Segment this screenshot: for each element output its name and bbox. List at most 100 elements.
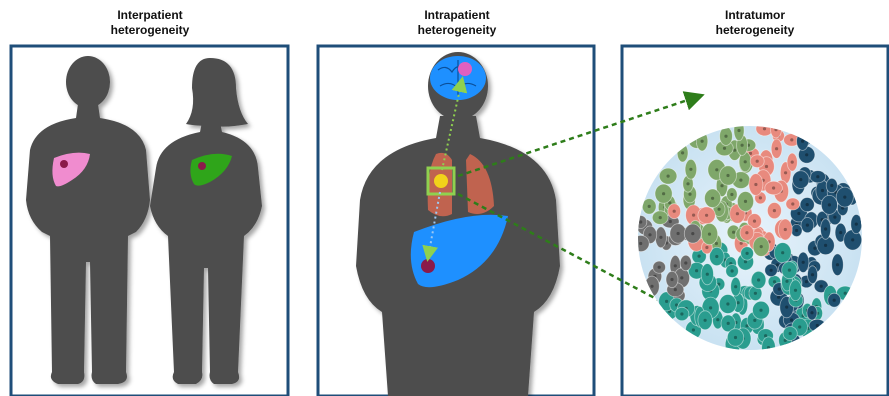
tumor-cell-nucleus: [772, 186, 775, 189]
tumor-cell-nucleus: [709, 306, 712, 309]
tumor-cell-nucleus: [765, 165, 768, 168]
tumor-cell-nucleus: [662, 192, 665, 195]
tumor-cell-nucleus: [828, 203, 831, 206]
tumor-cell-nucleus: [839, 231, 842, 234]
tumor-cell-nucleus: [784, 171, 787, 174]
tumor-cell-nucleus: [791, 161, 794, 164]
tumor-cell-nucleus: [711, 197, 714, 200]
tumor-cell-nucleus: [753, 220, 756, 223]
tumor-cell-nucleus: [788, 269, 791, 272]
tumor-cell-nucleus: [650, 285, 653, 288]
tumor-cell-nucleus: [820, 285, 823, 288]
tumor-cell-nucleus: [746, 252, 749, 255]
tumor-cell-nucleus: [665, 300, 668, 303]
tumor-cell-nucleus: [706, 273, 709, 276]
tumor-cell-nucleus: [799, 178, 802, 181]
tumor-cell-nucleus: [730, 193, 733, 196]
tumor-cell-nucleus: [821, 189, 824, 192]
tumor-cell-nucleus: [639, 220, 642, 223]
tumor-cell-nucleus: [756, 160, 759, 163]
tumor-cell-nucleus: [811, 273, 814, 276]
tumor-cell-nucleus: [715, 168, 718, 171]
tumor-cell-nucleus: [691, 232, 694, 235]
tumor-cell-nucleus: [723, 147, 726, 150]
tumor-cell-nucleus: [741, 144, 744, 147]
tumor-cell-nucleus: [734, 285, 737, 288]
tumor-cell-nucleus: [681, 151, 684, 154]
tumor-cell-nucleus: [726, 302, 729, 305]
tumor-cell-nucleus: [715, 242, 718, 245]
tumor-cell-nucleus: [778, 288, 781, 291]
tumor-cell-nucleus: [705, 214, 708, 217]
tumor-cell-nucleus: [797, 212, 800, 215]
tumor-cell-nucleus: [773, 280, 776, 283]
tumor-cell-nucleus: [816, 175, 819, 178]
tumor-cell-nucleus: [798, 325, 801, 328]
tumor-cell-nucleus: [731, 269, 734, 272]
tumor-cell-nucleus: [781, 251, 784, 254]
tumor-cell-nucleus: [744, 260, 747, 263]
tumor-cell-nucleus: [790, 138, 793, 141]
tumor-cell-nucleus: [795, 229, 798, 232]
tumor-cell-nucleus: [715, 255, 718, 258]
tumor-cell-nucleus: [727, 322, 730, 325]
tumor-cell-nucleus: [773, 209, 776, 212]
tumor-cell-nucleus: [824, 227, 827, 230]
tumor-cell-nucleus: [763, 127, 766, 130]
tumor-cell-nucleus: [801, 140, 804, 143]
tumor-cell-nucleus: [791, 202, 794, 205]
tumor-cell-nucleus: [789, 332, 792, 335]
tumor-cell-nucleus: [736, 212, 739, 215]
tumor-cell-nucleus: [737, 301, 740, 304]
tumor-cell-nucleus: [833, 216, 836, 219]
tumor-cell-nucleus: [805, 153, 808, 156]
tumor-cell-nucleus: [824, 244, 827, 247]
tumor-marker-male: [60, 160, 68, 168]
tumor-cell-nucleus: [836, 263, 839, 266]
tumor-cell-nucleus: [734, 336, 737, 339]
tumor-cell-nucleus: [806, 224, 809, 227]
tumor-cell-nucleus: [794, 289, 797, 292]
tumor-cell-nucleus: [760, 245, 763, 248]
tumor-cell-nucleus: [674, 288, 677, 291]
tumor-cell-nucleus: [648, 205, 651, 208]
tumor-cell-nucleus: [816, 324, 819, 327]
tumor-cell-nucleus: [708, 233, 711, 236]
tumor-marker-female: [198, 162, 206, 170]
tumor-cell-nucleus: [701, 140, 704, 143]
tumor-cell-nucleus: [770, 269, 773, 272]
tumor-cell-nucleus: [784, 228, 787, 231]
tumor-cell-nucleus: [669, 220, 672, 223]
tumor-cell-nucleus: [648, 233, 651, 236]
tumor-cell-nucleus: [833, 299, 836, 302]
tumor-cell-nucleus: [673, 210, 676, 213]
tumor-cell-nucleus: [692, 328, 695, 331]
tumor-cell-nucleus: [737, 129, 740, 132]
tumor-cell-nucleus: [810, 311, 813, 314]
tumor-cell-nucleus: [674, 264, 677, 267]
tumor-cell-nucleus: [753, 319, 756, 322]
tumor-cell-nucleus: [785, 306, 788, 309]
tumor-cell-nucleus: [686, 182, 689, 185]
tumor-cell-nucleus: [677, 232, 680, 235]
tumor-cell-nucleus: [805, 280, 808, 283]
tumor-cell-nucleus: [698, 255, 701, 258]
tumor-cell-nucleus: [684, 261, 687, 264]
primary-tumor: [434, 174, 448, 188]
tumor-cell-nucleus: [726, 174, 729, 177]
tumor-cell-nucleus: [843, 196, 846, 199]
tumor-cell-nucleus: [724, 135, 727, 138]
tumor-cell-nucleus: [744, 200, 747, 203]
tumor-cell-nucleus: [785, 280, 788, 283]
tumor-cell-nucleus: [806, 203, 809, 206]
tumor-cell-nucleus: [689, 168, 692, 171]
tumor-cell-nucleus: [658, 266, 661, 269]
tumor-cell-nucleus: [759, 309, 762, 312]
tumor-cell-nucleus: [813, 247, 816, 250]
tumor-cell-nucleus: [844, 292, 847, 295]
tumor-cell-nucleus: [757, 278, 760, 281]
tumor-cell-nucleus: [718, 208, 721, 211]
tumor-cell-nucleus: [720, 184, 723, 187]
tumor-cell-nucleus: [830, 184, 833, 187]
